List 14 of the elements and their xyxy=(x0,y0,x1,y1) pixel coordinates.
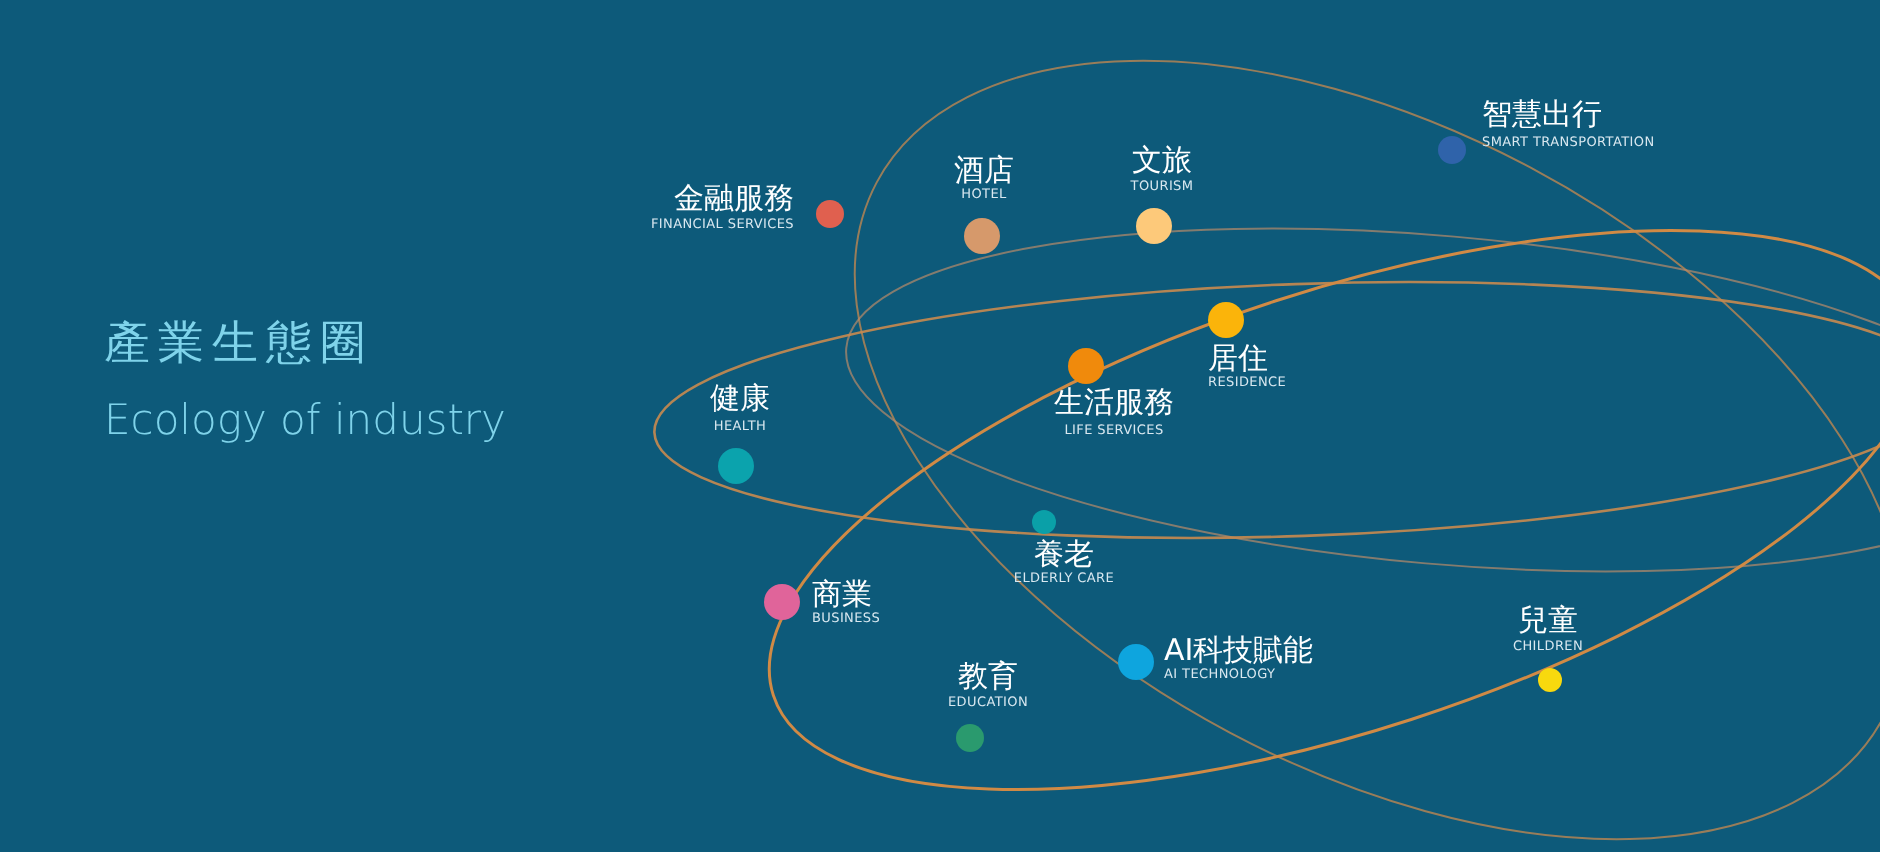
sector-label: 生活服務 xyxy=(1054,386,1174,418)
sector-label: 兒童 xyxy=(1518,604,1578,636)
sector-label: 商業 xyxy=(812,578,872,610)
sector-label: 智慧出行 xyxy=(1482,98,1602,130)
sector-label: AI科技賦能 xyxy=(1164,634,1314,666)
sector-label: 酒店 xyxy=(954,154,1014,186)
sector-label: 文旅 xyxy=(1132,144,1192,176)
sector-label: 金融服務 xyxy=(674,182,794,214)
sector-label: 健康 xyxy=(710,382,770,414)
sector-label: 教育 xyxy=(958,660,1018,692)
sector-label: 居住 xyxy=(1208,342,1268,374)
sector-label: 養老 xyxy=(1034,538,1094,570)
subtitle: Ecology of industry xyxy=(104,396,506,444)
title: 產業生態圈 xyxy=(104,316,374,374)
